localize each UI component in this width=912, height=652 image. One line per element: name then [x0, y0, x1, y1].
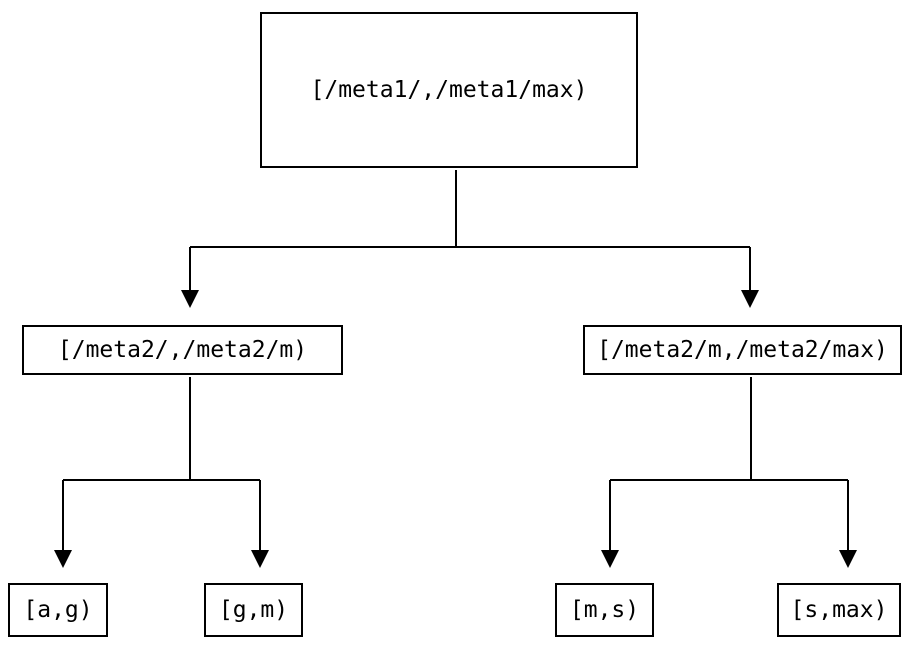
node-range-gm: [g,m) — [204, 583, 303, 637]
node-label: [/meta1/,/meta1/max) — [310, 76, 588, 103]
edge-root-to-children — [189, 170, 751, 291]
node-meta1-range: [/meta1/,/meta1/max) — [260, 12, 638, 168]
arrowhead-to-range-ms — [601, 550, 619, 568]
arrowhead-to-range-smax — [839, 550, 857, 568]
node-meta2-high-range: [/meta2/m,/meta2/max) — [583, 325, 902, 375]
node-label: [/meta2/,/meta2/m) — [57, 336, 308, 363]
edge-meta2-low-to-children — [62, 377, 261, 551]
node-label: [/meta2/m,/meta2/max) — [597, 336, 888, 363]
node-label: [a,g) — [23, 596, 93, 623]
node-range-smax: [s,max) — [777, 583, 901, 637]
arrowhead-to-range-ag — [54, 550, 72, 568]
edge-meta2-hi-to-children — [609, 377, 849, 551]
node-label: [m,s) — [569, 596, 640, 623]
node-range-ag: [a,g) — [8, 583, 108, 637]
arrowhead-to-range-gm — [251, 550, 269, 568]
arrowhead-to-meta2-hi — [741, 290, 759, 308]
node-label: [s,max) — [790, 596, 888, 623]
arrowhead-to-meta2-low — [181, 290, 199, 308]
node-range-ms: [m,s) — [555, 583, 654, 637]
node-meta2-low-range: [/meta2/,/meta2/m) — [22, 325, 343, 375]
node-label: [g,m) — [218, 596, 289, 623]
